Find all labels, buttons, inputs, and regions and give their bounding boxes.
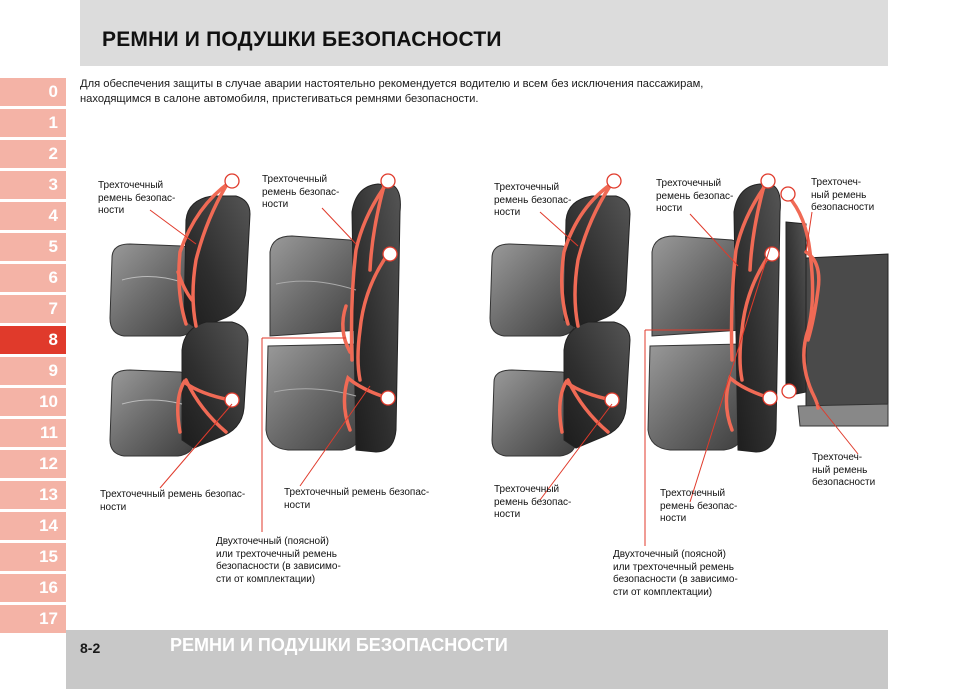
right-rear-upper-anchor (760, 173, 776, 189)
right-center-label: Двухточечный (поясной) или трехточечный … (613, 549, 738, 598)
left-belts (176, 180, 390, 434)
chapter-tab-8[interactable]: 8 (0, 326, 66, 354)
chapter-tab-6[interactable]: 6 (0, 264, 66, 292)
right-third-lower-anchor (781, 383, 797, 399)
right-third-bottom-label: Трехточеч- ный ремень безопасности (812, 452, 876, 488)
chapter-tab-1[interactable]: 1 (0, 109, 66, 137)
chapter-tab-0[interactable]: 0 (0, 78, 66, 106)
chapter-tab-15[interactable]: 15 (0, 543, 66, 571)
right-front-lower-anchor (604, 392, 620, 408)
right-rear-middle-anchor (764, 246, 780, 262)
left-anchor-markers (224, 173, 398, 408)
left-front-lower-anchor (224, 392, 240, 408)
left-rear-middle-anchor (382, 246, 398, 262)
right-front-upper-anchor (606, 173, 622, 189)
left-front-seat-upper (109, 195, 251, 337)
left-leader-lines (149, 207, 371, 532)
chapter-tab-2[interactable]: 2 (0, 140, 66, 168)
left-front-top-label: Трехточечный ремень безопас- ности (98, 180, 176, 216)
page-title: РЕМНИ И ПОДУШКИ БЕЗОПАСНОСТИ (102, 28, 502, 51)
right-leader-lines (539, 211, 859, 546)
chapter-tab-10[interactable]: 10 (0, 388, 66, 416)
page-footer: 8-2 РЕМНИ И ПОДУШКИ БЕЗОПАСНОСТИ (66, 630, 888, 689)
right-third-upper-anchor (780, 186, 796, 202)
left-rear-bottom-label: Трехточечный ремень безопас- ности (284, 487, 430, 511)
left-front-bottom-label: Трехточечный ремень безопас- ности (100, 489, 246, 513)
right-rear-bench (647, 183, 781, 453)
right-front-seat-lower (491, 321, 631, 457)
chapter-tab-17[interactable]: 17 (0, 605, 66, 633)
footer-title: РЕМНИ И ПОДУШКИ БЕЗОПАСНОСТИ (170, 635, 508, 655)
right-anchor-markers (604, 173, 797, 408)
chapter-tab-5[interactable]: 5 (0, 233, 66, 261)
chapter-tab-12[interactable]: 12 (0, 450, 66, 478)
left-rear-lower-anchor (380, 390, 396, 406)
right-rear-lower-anchor (762, 390, 778, 406)
right-third-row-seat (785, 221, 889, 427)
right-belts (558, 180, 821, 434)
chapter-tab-3[interactable]: 3 (0, 171, 66, 199)
intro-paragraph: Для обеспечения защиты в случае аварии н… (80, 78, 704, 105)
right-rear-bottom-label: Трехточечный ремень безопас- ности (660, 488, 738, 524)
right-rear-top-label: Трехточечный ремень безопас- ности (656, 178, 734, 214)
left-front-seat-lower (109, 321, 249, 457)
chapter-tab-7[interactable]: 7 (0, 295, 66, 323)
chapter-tab-4[interactable]: 4 (0, 202, 66, 230)
right-front-bottom-label: Трехточечный ремень безопас- ности (494, 484, 572, 520)
right-front-top-label: Трехточечный ремень безопас- ности (494, 182, 572, 218)
left-front-upper-anchor (224, 173, 240, 189)
chapter-tab-14[interactable]: 14 (0, 512, 66, 540)
left-rear-upper-anchor (380, 173, 396, 189)
chapter-tab-9[interactable]: 9 (0, 357, 66, 385)
chapter-tab-11[interactable]: 11 (0, 419, 66, 447)
right-third-top-label: Трехточеч- ный ремень безопасности (811, 177, 875, 213)
left-center-label: Двухточечный (поясной) или трехточечный … (216, 536, 341, 585)
page-header: РЕМНИ И ПОДУШКИ БЕЗОПАСНОСТИ (80, 0, 888, 66)
left-rear-top-label: Трехточечный ремень безопас- ности (262, 174, 340, 210)
chapter-tab-16[interactable]: 16 (0, 574, 66, 602)
right-front-seat-upper (489, 195, 631, 337)
page-number: 8-2 (80, 640, 101, 656)
left-rear-bench (265, 183, 401, 453)
chapter-tab-13[interactable]: 13 (0, 481, 66, 509)
